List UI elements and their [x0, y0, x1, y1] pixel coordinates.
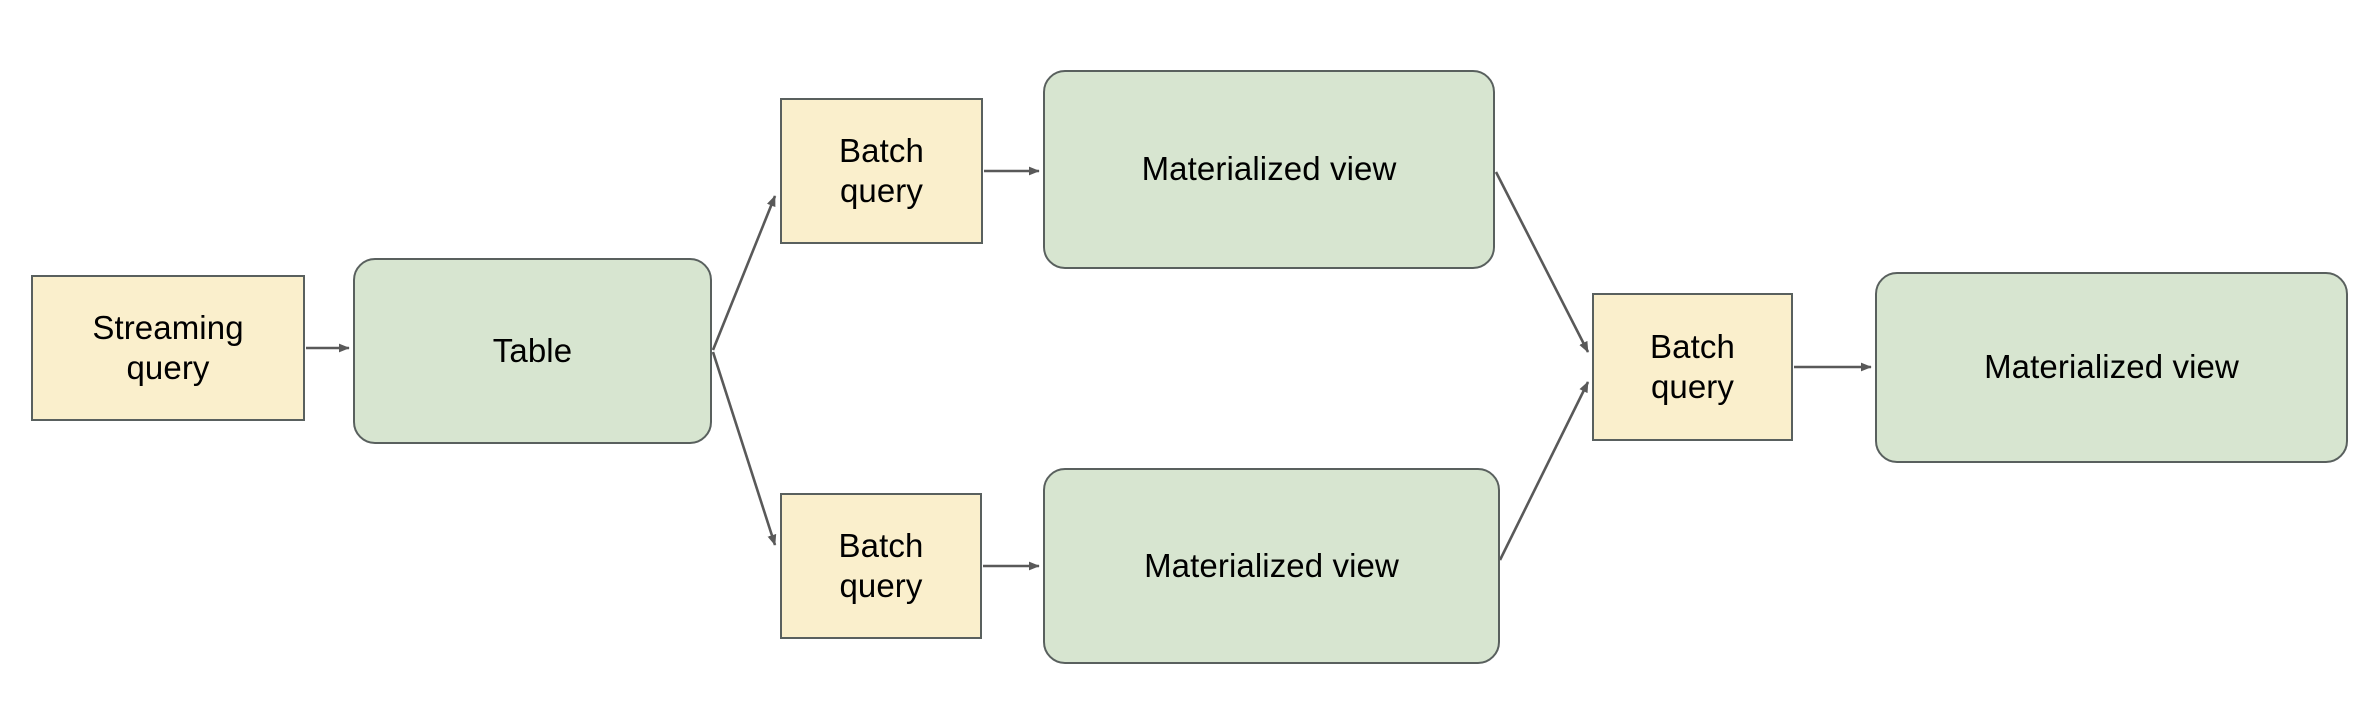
node-materialized-view-final[interactable]: Materialized view — [1875, 272, 2348, 463]
edge-materialized-view-bottom-to-batch-query-merge — [1498, 381, 1590, 561]
node-materialized-view-bottom-label: Materialized view — [1144, 546, 1399, 584]
edge-table-to-batch-query-bottom — [711, 351, 777, 546]
node-materialized-view-top[interactable]: Materialized view — [1043, 70, 1495, 269]
node-streaming-query[interactable]: Streaming query — [31, 275, 305, 421]
node-materialized-view-top-label: Materialized view — [1141, 150, 1397, 188]
edge-materialized-view-top-to-batch-query-merge — [1494, 171, 1590, 353]
node-batch-query-merge-label: Batch query — [1650, 327, 1735, 405]
node-batch-query-bottom-label: Batch query — [838, 526, 924, 604]
node-batch-query-top-label: Batch query — [839, 131, 924, 209]
node-batch-query-merge[interactable]: Batch query — [1592, 293, 1793, 441]
node-batch-query-bottom[interactable]: Batch query — [780, 493, 982, 639]
node-table[interactable]: Table — [353, 258, 712, 444]
node-materialized-view-final-label: Materialized view — [1984, 348, 2239, 386]
node-table-label: Table — [492, 331, 573, 369]
edge-table-to-batch-query-top — [711, 195, 777, 351]
node-streaming-query-label: Streaming query — [92, 308, 244, 386]
node-materialized-view-bottom[interactable]: Materialized view — [1043, 468, 1500, 664]
node-batch-query-top[interactable]: Batch query — [780, 98, 983, 244]
